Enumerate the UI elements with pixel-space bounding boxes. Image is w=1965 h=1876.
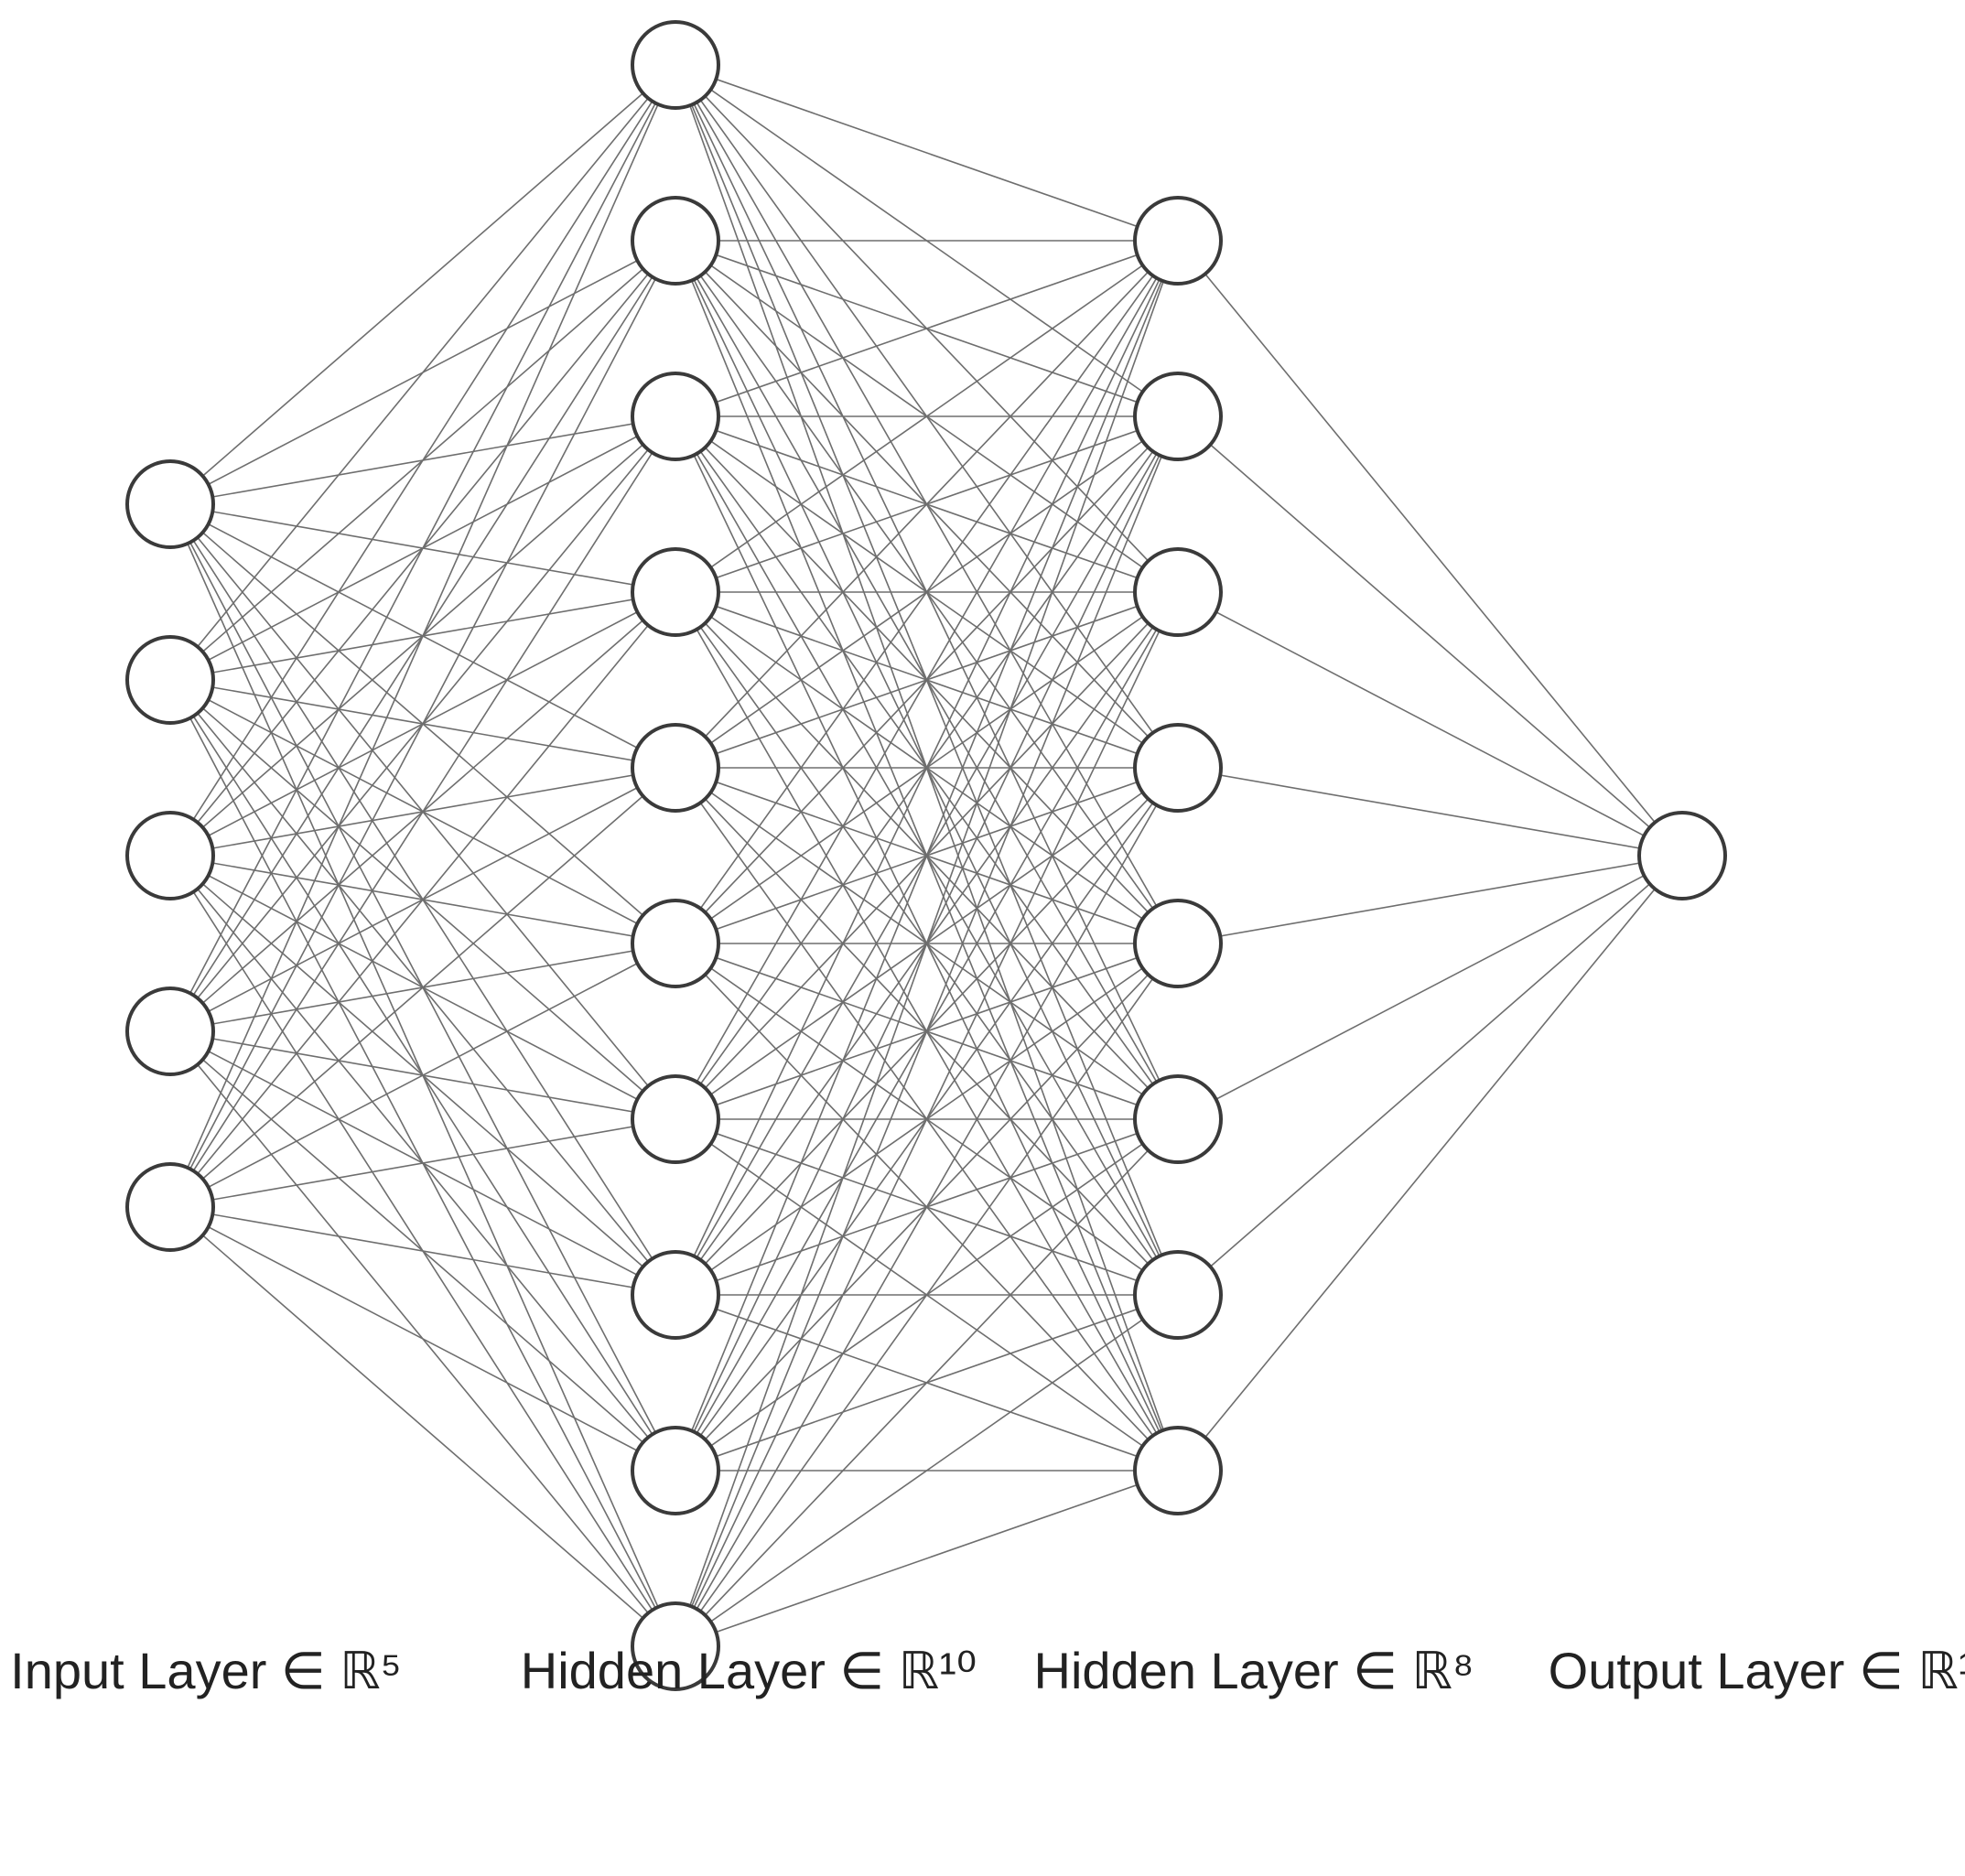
edge-input-5-to-hidden1-1 xyxy=(169,64,676,1208)
neuron-hidden1-7 xyxy=(631,1074,720,1164)
edge-hidden1-10-to-hidden2-4 xyxy=(675,767,1179,1647)
edge-input-1-to-hidden1-1 xyxy=(169,64,676,505)
edge-hidden1-10-to-hidden2-6 xyxy=(675,1118,1179,1647)
neuron-input-3 xyxy=(125,811,215,900)
edge-hidden2-8-to-output-1 xyxy=(1177,855,1683,1472)
neuron-hidden2-8 xyxy=(1133,1426,1223,1515)
edge-hidden2-4-to-output-1 xyxy=(1177,767,1683,857)
edge-hidden1-8-to-hidden2-1 xyxy=(675,240,1179,1296)
edge-input-5-to-hidden1-6 xyxy=(169,943,676,1208)
neuron-hidden1-10 xyxy=(631,1601,720,1691)
edge-hidden1-3-to-hidden2-1 xyxy=(675,240,1179,417)
edge-hidden2-7-to-output-1 xyxy=(1177,855,1683,1296)
input-layer-label: Input Layer ∈ ℝ⁵ xyxy=(10,1642,402,1699)
edge-hidden2-6-to-output-1 xyxy=(1177,855,1683,1120)
edge-input-5-to-hidden1-7 xyxy=(169,1118,676,1208)
edge-input-5-to-hidden1-3 xyxy=(169,415,676,1208)
edge-input-5-to-hidden1-4 xyxy=(169,591,676,1208)
neuron-hidden2-6 xyxy=(1133,1074,1223,1164)
edge-input-5-to-hidden1-10 xyxy=(169,1206,676,1647)
neuron-output-1 xyxy=(1637,811,1727,900)
edge-hidden1-10-to-hidden2-8 xyxy=(675,1470,1179,1647)
edge-hidden1-4-to-hidden2-1 xyxy=(675,240,1179,593)
edge-input-2-to-hidden1-1 xyxy=(169,64,676,681)
edge-hidden1-1-to-hidden2-1 xyxy=(675,64,1179,242)
neuron-input-2 xyxy=(125,635,215,725)
neuron-hidden1-6 xyxy=(631,899,720,988)
neuron-hidden2-5 xyxy=(1133,899,1223,988)
hidden-layer-1-label: Hidden Layer ∈ ℝ¹⁰ xyxy=(520,1642,977,1699)
neuron-input-1 xyxy=(125,459,215,549)
edge-hidden1-10-to-hidden2-3 xyxy=(675,591,1179,1647)
connections-group xyxy=(169,64,1683,1647)
neuron-hidden2-4 xyxy=(1133,723,1223,813)
neuron-input-4 xyxy=(125,987,215,1076)
neuron-hidden1-1 xyxy=(631,20,720,110)
edge-hidden2-3-to-output-1 xyxy=(1177,591,1683,857)
edge-input-5-to-hidden1-5 xyxy=(169,767,676,1208)
neuron-input-5 xyxy=(125,1162,215,1252)
output-layer-label: Output Layer ∈ ℝ¹ xyxy=(1548,1642,1965,1699)
neurons-group xyxy=(125,20,1727,1691)
edge-input-3-to-hidden1-1 xyxy=(169,64,676,857)
edge-hidden1-10-to-hidden2-1 xyxy=(675,240,1179,1647)
edge-input-5-to-hidden1-2 xyxy=(169,240,676,1208)
neuron-hidden1-3 xyxy=(631,372,720,461)
neuron-hidden1-5 xyxy=(631,723,720,813)
neuron-hidden2-3 xyxy=(1133,547,1223,637)
edge-hidden1-10-to-hidden2-2 xyxy=(675,415,1179,1647)
hidden-layer-2-label: Hidden Layer ∈ ℝ⁸ xyxy=(1033,1642,1474,1699)
neuron-hidden1-9 xyxy=(631,1426,720,1515)
edge-input-4-to-hidden1-1 xyxy=(169,64,676,1032)
neuron-hidden2-2 xyxy=(1133,372,1223,461)
edge-hidden2-1-to-output-1 xyxy=(1177,240,1683,857)
edge-input-5-to-hidden1-8 xyxy=(169,1206,676,1296)
neuron-hidden1-2 xyxy=(631,196,720,286)
edge-hidden2-5-to-output-1 xyxy=(1177,855,1683,944)
edge-hidden1-7-to-hidden2-1 xyxy=(675,240,1179,1120)
edge-hidden1-6-to-hidden2-1 xyxy=(675,240,1179,944)
neuron-hidden2-7 xyxy=(1133,1250,1223,1340)
edge-hidden1-10-to-hidden2-7 xyxy=(675,1294,1179,1647)
edge-hidden2-2-to-output-1 xyxy=(1177,415,1683,857)
neuron-hidden2-1 xyxy=(1133,196,1223,286)
neuron-hidden1-4 xyxy=(631,547,720,637)
edge-hidden1-9-to-hidden2-1 xyxy=(675,240,1179,1472)
neuron-hidden1-8 xyxy=(631,1250,720,1340)
edge-hidden1-5-to-hidden2-1 xyxy=(675,240,1179,769)
edge-hidden1-10-to-hidden2-5 xyxy=(675,943,1179,1647)
edge-input-5-to-hidden1-9 xyxy=(169,1206,676,1472)
